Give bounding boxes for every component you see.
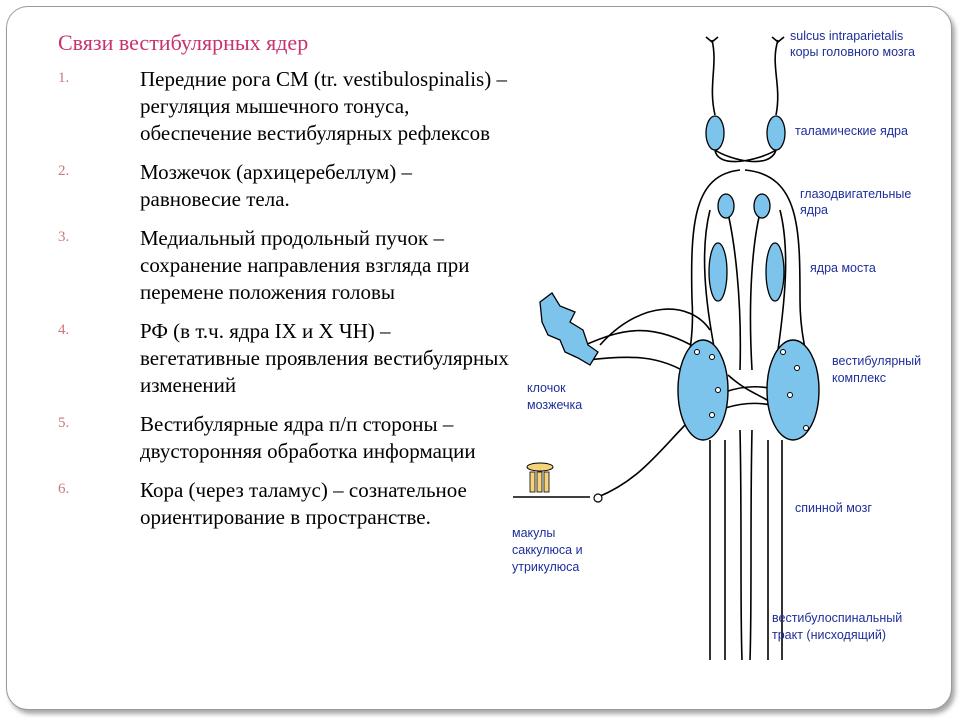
pons-nuclei (708, 242, 785, 302)
vestibular-complex (677, 339, 820, 441)
list-number: 5. (58, 415, 70, 431)
list-item: 1. Передние рога СМ (tr. vestibulospinal… (58, 66, 508, 147)
label-oculomotor-2: ядра (800, 203, 828, 217)
list-item: 6. Кора (через таламус) – сознательное о… (58, 477, 508, 531)
label-tract-2: тракт (нисходящий) (772, 628, 886, 642)
label-vestibular-2: комплекс (832, 371, 886, 385)
list-number: 1. (58, 70, 70, 86)
thalamic-nuclei (705, 115, 786, 151)
label-cortex-1: sulcus intraparietalis (790, 29, 903, 43)
list-item: 5. Вестибулярные ядра п/п стороны – двус… (58, 411, 508, 465)
maculae-receptor (526, 462, 603, 503)
list-number: 6. (58, 481, 70, 497)
list-text: Мозжечок (архицеребеллум) – равновесие т… (140, 160, 412, 211)
list-number: 4. (58, 322, 70, 338)
label-spinal-cord: спинной мозг (795, 501, 872, 515)
flocculus-shape (539, 292, 599, 366)
list-text: Вестибулярные ядра п/п стороны – двустор… (140, 412, 476, 463)
slide-title: Связи вестибулярных ядер (58, 30, 309, 55)
label-thalamus: таламические ядра (795, 124, 908, 138)
label-flocculus-1: клочок (527, 381, 566, 395)
connections-list: 1. Передние рога СМ (tr. vestibulospinal… (58, 66, 509, 543)
list-text: Передние рога СМ (tr. vestibulospinalis)… (140, 67, 507, 145)
list-text: Медиальный продольный пучок – сохранение… (140, 226, 470, 304)
label-maculae-1: макулы (512, 526, 555, 540)
label-oculomotor-1: глазодвигательные (800, 187, 911, 201)
label-maculae-3: утрикулюса (512, 560, 579, 574)
label-maculae-2: саккулюса и (512, 543, 583, 557)
list-number: 2. (58, 163, 70, 179)
label-tract-1: вестибулоспинальный (772, 611, 902, 625)
vestibular-pathways-diagram: sulcus intraparietalis коры головного мо… (512, 29, 921, 661)
label-pons: ядра моста (810, 261, 876, 275)
list-number: 3. (58, 229, 70, 245)
list-text: Кора (через таламус) – сознательное орие… (140, 478, 467, 529)
list-text: РФ (в т.ч. ядра IX и X ЧН) – вегетативны… (140, 319, 509, 397)
label-vestibular-1: вестибулярный (832, 354, 921, 368)
list-item: 3. Медиальный продольный пучок – сохране… (58, 225, 508, 306)
label-cortex-2: коры головного мозга (790, 45, 915, 59)
list-item: 2. Мозжечок (архицеребеллум) – равновеси… (58, 159, 508, 213)
label-flocculus-2: мозжечка (527, 398, 582, 412)
list-item: 4. РФ (в т.ч. ядра IX и X ЧН) – вегетати… (58, 318, 509, 399)
oculomotor-nuclei (717, 193, 771, 219)
